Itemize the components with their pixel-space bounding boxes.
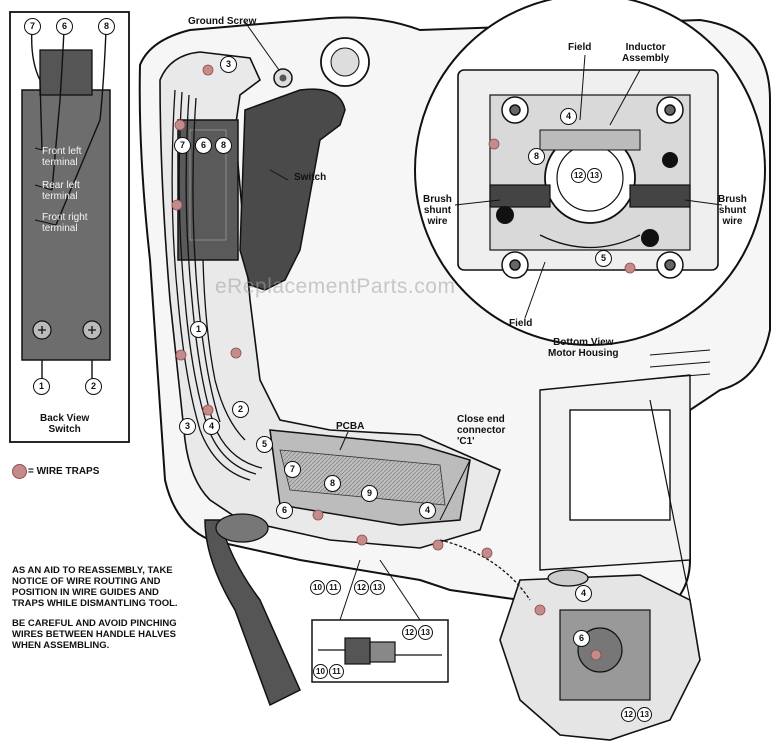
callout-7: 7 [24,18,41,35]
callout-11: 11 [329,664,344,679]
callout-4: 4 [419,502,436,519]
label-brush-shunt-right: Brush shunt wire [718,194,747,227]
label-field-top: Field [568,42,592,53]
callout-12: 12 [402,625,417,640]
callout-12: 12 [621,707,636,722]
callout-3: 3 [179,418,196,435]
label-pcba: PCBA [336,421,365,432]
callout-9: 9 [361,485,378,502]
callout-6: 6 [276,502,293,519]
callout-10: 10 [313,664,328,679]
label-front-right: Front right terminal [42,212,88,234]
callout-13: 13 [637,707,652,722]
label-ground-screw: Ground Screw [188,16,257,27]
callout-11: 11 [326,580,341,595]
callout-4: 4 [203,418,220,435]
callout-8: 8 [215,137,232,154]
brush-holders [489,184,691,208]
callout-5: 5 [256,436,273,453]
switch-trigger [239,88,346,291]
watermark: eReplacementParts.com [215,275,456,298]
callout-10: 10 [310,580,325,595]
label-legend: = WIRE TRAPS [28,466,100,477]
label-inductor: Inductor Assembly [622,42,670,64]
callout-2: 2 [85,378,102,395]
lower-arm [204,519,301,707]
callout-13: 13 [418,625,433,640]
callout-6: 6 [573,630,590,647]
callout-8: 8 [528,148,545,165]
label-brush-shunt-left: Brush shunt wire [423,194,452,227]
callout-4: 4 [560,108,577,125]
callout-1: 1 [33,378,50,395]
label-close-end: Close end connector 'C1' [457,414,506,447]
motor-screws [501,96,684,279]
wire-trap-legend-icon [12,464,27,479]
callout-8: 8 [98,18,115,35]
label-back-view: Back View Switch [40,413,90,435]
callout-5: 5 [595,250,612,267]
label-rear-left: Rear left terminal [42,180,80,202]
wire-trap-markers [171,64,636,661]
callout-3: 3 [220,56,237,73]
note-reassembly: AS AN AID TO REASSEMBLY, TAKE NOTICE OF … [12,565,178,609]
callout-4: 4 [575,585,592,602]
callout-6: 6 [56,18,73,35]
callout-1: 1 [190,321,207,338]
callout-2: 2 [232,401,249,418]
label-front-left: Front left terminal [42,146,82,168]
callout-7: 7 [174,137,191,154]
callout-8: 8 [324,475,341,492]
label-switch: Switch [294,172,327,183]
callout-12: 12 [354,580,369,595]
note-pinching: BE CAREFUL AND AVOID PINCHING WIRES BETW… [12,618,177,651]
handle-cavity [159,51,501,549]
callout-6: 6 [195,137,212,154]
label-field-bottom: Field [509,318,533,329]
callout-13: 13 [587,168,602,183]
callout-13: 13 [370,580,385,595]
callout-12: 12 [571,168,586,183]
callout-7: 7 [284,461,301,478]
wire-bundle [171,89,263,481]
label-bottom-view: Bottom View Motor Housing [548,337,619,359]
